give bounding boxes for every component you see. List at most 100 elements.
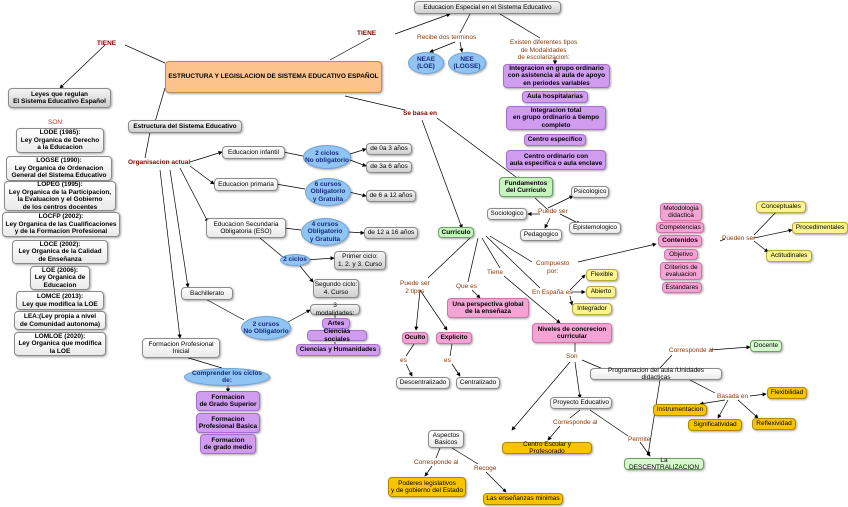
label-tiene-right: TIENE (357, 30, 377, 37)
node-ciencias-humanidades: Ciencias y Humanidades (296, 344, 380, 356)
node-centro-especifico: Centro especifico (524, 134, 586, 146)
label-es-explicito: es (444, 357, 451, 364)
label-son-niveles: Son (566, 353, 578, 360)
node-logse: LOGSE (1990): Ley Organica de Ordenacion… (6, 156, 112, 181)
node-educacion-especial: Educacion Especial en el Sistema Educati… (414, 1, 561, 14)
node-flexible: Flexible (586, 269, 618, 281)
label-en-espana-es: En España es (532, 289, 573, 296)
node-grado-medio: Formacion de grado medio (200, 434, 256, 454)
node-lomloe: LOMLOE (2020): Ley Organica que modifica… (14, 332, 106, 356)
label-corresponde-docente: Corresponde al (669, 347, 714, 354)
node-artes: Artes (322, 318, 350, 329)
node-pedagogico: Pedagogico (520, 229, 562, 241)
node-seis-cursos: 6 cursos Obligatorio y Gratuita (305, 178, 351, 206)
node-ed-primaria: Educacion primaria (214, 178, 278, 191)
node-contenidos: Contenidos (658, 235, 702, 247)
node-fp-inicial: Formacion Profesional Inicial (142, 338, 220, 358)
label-que-es: Que es (456, 283, 477, 290)
label-compuesto-por: Compuesto por: (536, 260, 570, 275)
node-centro-ordinario: Centro ordinario con aula especifica o a… (506, 150, 606, 170)
node-estructura-sistema: Estructura del Sistema Educativo (128, 120, 242, 133)
node-ensenanzas-minimas: Las enseñanzas minimas (483, 493, 563, 505)
node-perspectiva: Una perspectiva global de la enseñaza (447, 298, 529, 318)
node-lode: LODE (1985): Ley Organica de Derecho a l… (16, 128, 104, 153)
node-niveles: Niveles de concrecion curricular (532, 323, 612, 343)
label-puede-ser-2: Puede ser 2 tipos (400, 280, 430, 295)
node-aspectos-basicos: Aspectos Basicos (428, 430, 464, 448)
node-actitudinales: Actitudinales (766, 250, 812, 262)
label-corresponde-centro: Corresponde al (553, 419, 598, 426)
node-estandares: Estandares (662, 282, 702, 293)
node-competencias: Competencias (656, 222, 704, 233)
node-dos-ciclos-no: 2 ciclos No obligatorio (303, 145, 351, 169)
label-recibe-terminos: Recibe dos terminos (417, 34, 477, 41)
node-ciencias-sociales: Ciencias sociales (307, 328, 367, 343)
node-centro-escolar: Centro Escolar y Profesorado (502, 441, 592, 455)
label-permite: Permite (628, 436, 651, 443)
node-de-12-16: de 12 a 16 años (364, 227, 418, 239)
label-son: SON: (48, 119, 64, 126)
node-criterios: Criterios de evaluacion (660, 262, 702, 280)
node-nee: NEE (LOGSE) (448, 52, 486, 74)
node-abierto: Abierto (586, 286, 616, 298)
label-pueden-ser-cont: Pueden ser (722, 235, 756, 242)
node-integracion-ordinario: Integracion en grupo ordinario con asist… (503, 64, 610, 88)
node-psicologico: Psicologico (571, 186, 609, 198)
label-organizacion-actual: Organisacion actual (128, 159, 191, 166)
node-loe: LOE (2006): Ley Organica de Educacion (30, 266, 90, 290)
node-ed-infantil: Educacion infantil (222, 146, 285, 159)
node-dos-ciclos: 2 ciclos (280, 254, 310, 266)
node-significatividad: Significatividad (688, 419, 742, 431)
label-se-basa-en: Se basa en (403, 110, 437, 117)
label-existen-tipos: Existen diferentes tipos de Modalidades … (510, 39, 578, 61)
node-profesional-basica: Formacion Profesional Basica (196, 413, 260, 433)
label-tiene-curr: Tiene (487, 269, 504, 276)
node-ed-eso: Educacion Secundaria Obligatoria (ESO) (206, 218, 286, 238)
label-es-oculto: es (400, 357, 407, 364)
node-integracion-total: Integracion total en grupo ordinario a t… (506, 106, 606, 130)
node-flexibilidad: Flexibilidad (767, 387, 807, 399)
node-explicito: Explicito (436, 332, 472, 344)
node-reflexividad: Reflexividad (752, 418, 796, 430)
node-de-0-3: de 0a 3 años (366, 143, 412, 155)
node-metodologia: Metodologia didactica (660, 203, 702, 221)
node-instrumentacion: Instrumentacion (653, 404, 707, 416)
node-loce: LOCE (2002): Ley Organica de la Calidad … (12, 240, 108, 264)
node-grado-superior: Formacion de Grado Superior (196, 391, 260, 411)
node-curriculo: Curriculo (438, 227, 474, 238)
node-bachillerato: Bachillerato (181, 287, 233, 300)
node-fundamentos: Fundamentos del Curriculo (499, 177, 553, 197)
node-tres-modalidades: 3 modalidades: (310, 302, 360, 317)
node-de-6-12: de 6 a 12 años (366, 190, 416, 202)
node-lopeg: LOPEG (1995): Ley Organica de la Partici… (4, 181, 116, 211)
node-objetivo: Objetivo (664, 249, 698, 260)
node-leyes-regulan: Leyes que regulan El Sistema Educativo E… (8, 88, 111, 108)
node-cuatro-cursos: 4 cursos Obligatorio y Gratuita (301, 218, 349, 246)
node-de-3-6: de 3a 6 años (366, 161, 412, 173)
label-recoge: Recoge (474, 465, 497, 472)
node-neae: NEAE (LOE) (408, 52, 444, 74)
node-conceptuales: Conceptuales (756, 201, 806, 213)
node-primer-ciclo: Primer ciclo: 1. 2. y 3. Curso (334, 251, 386, 270)
node-descentralizacion: La DESCENTRALIZACION (624, 457, 704, 471)
node-comprender-ciclos: Comprender los ciclos de: (184, 368, 270, 386)
node-oculto: Oculto (402, 332, 428, 344)
node-locfp: LOCFP (2002): Ley Organica de las Cualif… (2, 212, 120, 237)
node-lomce: LOMCE (2013): Ley que modifica la LOE (16, 291, 104, 310)
node-descentralizado: Descentralizado (396, 377, 450, 389)
node-procedimientales: Procedimentales (792, 222, 848, 234)
label-basada-en: Basada en (717, 393, 749, 400)
node-docente: Docente (750, 340, 782, 352)
node-aula-hospitalarias: Aula hospitalarias (522, 91, 588, 103)
node-programacion: Programacion del aula /Unidades didactic… (590, 367, 722, 381)
node-integrador: Integrador (572, 303, 612, 315)
node-estructura-legislacion: ESTRUCTURA Y LEGISLACION DE SISTEMA EDUC… (165, 61, 382, 93)
node-poderes: Poderes legislativos y de gobierno del E… (388, 477, 466, 497)
node-dos-cursos-no: 2 cursos No Obligatorio (241, 316, 291, 340)
label-tiene-left: TIENE (97, 40, 117, 47)
node-centralizado: Centralizado (456, 377, 500, 389)
node-lea: LEA:(Ley propia a nivel de Comunidad aut… (14, 311, 106, 330)
node-proyecto: Proyecto Educativo (550, 397, 612, 409)
